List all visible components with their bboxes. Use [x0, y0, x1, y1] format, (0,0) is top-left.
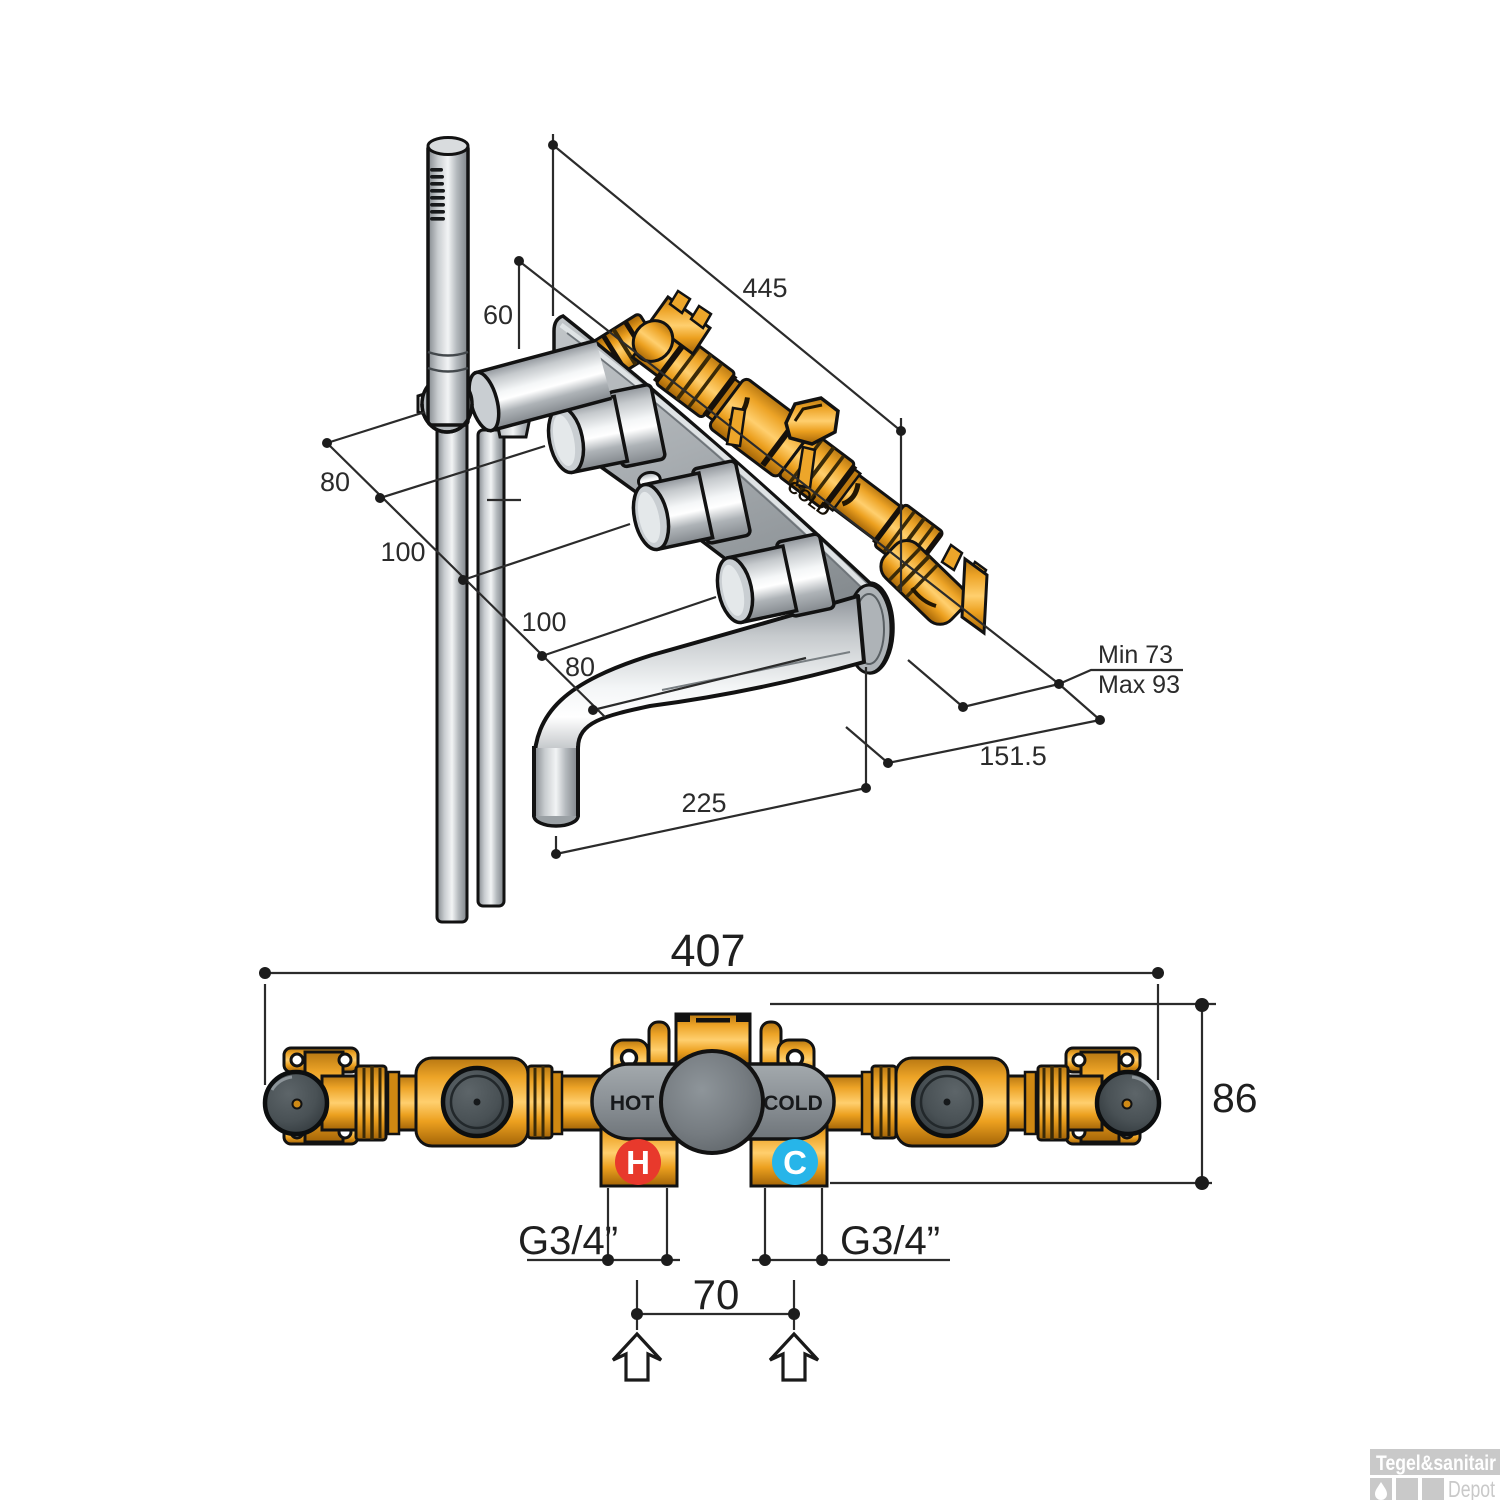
svg-text:100: 100	[521, 607, 566, 637]
svg-text:80: 80	[565, 652, 595, 682]
svg-text:407: 407	[670, 925, 745, 976]
svg-text:H: H	[626, 1144, 650, 1181]
svg-text:C: C	[783, 1144, 807, 1181]
svg-text:151.5: 151.5	[979, 741, 1047, 771]
svg-text:Min 73: Min 73	[1098, 641, 1173, 669]
svg-text:HOT: HOT	[610, 1092, 655, 1115]
svg-text:Tegel&sanitair: Tegel&sanitair	[1376, 1452, 1496, 1475]
svg-text:80: 80	[320, 467, 350, 497]
svg-text:70: 70	[693, 1271, 740, 1318]
svg-text:100: 100	[380, 537, 425, 567]
svg-text:G3/4”: G3/4”	[840, 1219, 940, 1263]
svg-text:225: 225	[681, 788, 726, 818]
svg-text:86: 86	[1212, 1075, 1258, 1121]
svg-text:COLD: COLD	[763, 1092, 823, 1115]
svg-text:Depot: Depot	[1448, 1476, 1495, 1500]
svg-text:G3/4”: G3/4”	[518, 1219, 618, 1263]
svg-text:445: 445	[742, 273, 787, 303]
svg-text:Max 93: Max 93	[1098, 671, 1180, 699]
svg-text:60: 60	[483, 300, 513, 330]
